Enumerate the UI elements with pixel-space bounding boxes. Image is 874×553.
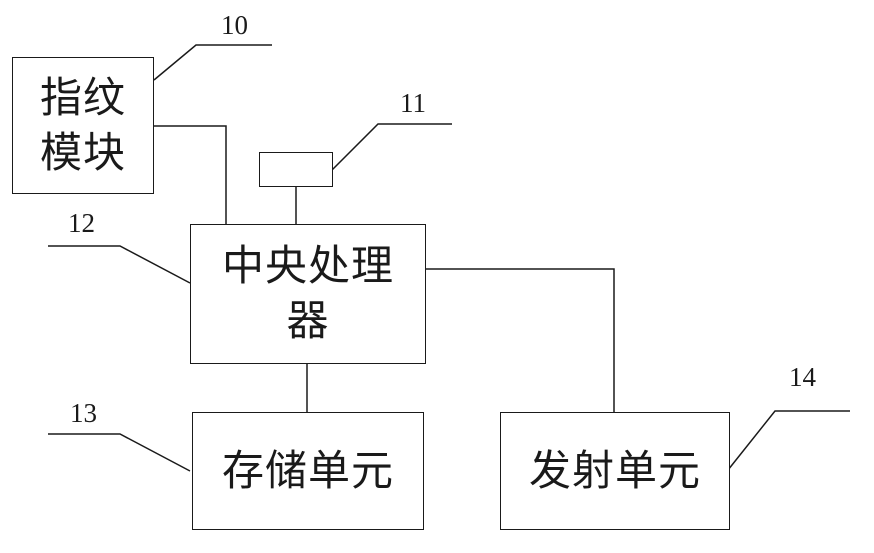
connector-cpu-to-transmit <box>426 269 614 412</box>
ref-numeral-12: 12 <box>68 210 95 237</box>
ref-numeral-14: 14 <box>789 364 816 391</box>
transmit-unit-label: 发射单元 <box>529 444 701 499</box>
cpu-label-line1: 中央处理 <box>222 239 394 294</box>
cpu-label: 中央处理 器 <box>222 239 394 348</box>
ref-numeral-11: 11 <box>400 90 426 117</box>
transmit-unit-block: 发射单元 <box>500 412 730 530</box>
ref-numeral-13: 13 <box>70 400 97 427</box>
leader-line-14 <box>728 411 850 470</box>
cpu-label-line2: 器 <box>222 294 394 349</box>
fingerprint-module-label: 指纹 模块 <box>40 71 126 180</box>
leader-line-12 <box>48 246 190 283</box>
fingerprint-module-label-line1: 指纹 <box>40 71 126 126</box>
fingerprint-module-block: 指纹 模块 <box>12 57 154 194</box>
leader-line-11 <box>332 124 452 170</box>
sensor-block <box>259 152 333 187</box>
storage-unit-label: 存储单元 <box>222 444 394 499</box>
leader-line-10 <box>154 45 272 80</box>
fingerprint-module-label-line2: 模块 <box>40 126 126 181</box>
cpu-block: 中央处理 器 <box>190 224 426 364</box>
connector-fingerprint-to-cpu <box>154 126 226 224</box>
leader-line-13 <box>48 434 190 471</box>
ref-numeral-10: 10 <box>221 12 248 39</box>
storage-unit-block: 存储单元 <box>192 412 424 530</box>
